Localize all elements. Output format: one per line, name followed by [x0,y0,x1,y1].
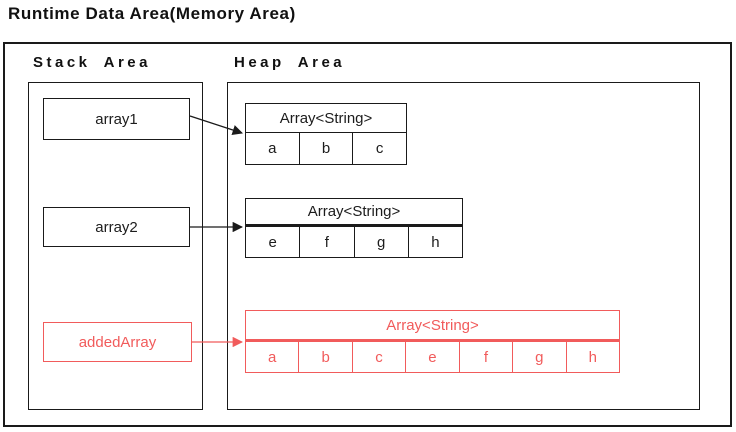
runtime-data-area-box [3,42,732,427]
array-cell: g [353,227,408,257]
array-cell: c [351,342,405,372]
array-cell: f [458,342,512,372]
array-cell: b [298,342,351,372]
array-cell: g [512,342,565,372]
heap-object-array2: Array<String> e f g h [245,198,463,258]
heap-object-array1-type: Array<String> [246,104,406,133]
stack-var-addedarray: addedArray [43,322,192,362]
heap-object-addedarray-cells: a b c e f g h [246,342,619,372]
heap-object-addedarray: Array<String> a b c e f g h [245,310,620,373]
heap-object-array1-cells: a b c [246,133,406,164]
array-cell: e [405,342,458,372]
heap-object-array1: Array<String> a b c [245,103,407,165]
array-cell: b [298,133,353,164]
stack-var-array2-label: array2 [95,218,138,236]
array-cell: f [299,227,353,257]
stack-var-array2: array2 [43,207,190,247]
heap-object-array2-cells: e f g h [246,227,462,257]
stack-var-addedarray-label: addedArray [78,333,157,351]
stack-var-array1: array1 [43,98,190,140]
array-cell: a [268,348,277,366]
array-cell: h [565,342,619,372]
array-cell: c [352,133,406,164]
page-title: Runtime Data Area(Memory Area) [8,4,296,23]
array-cell: e [268,233,277,251]
array-cell: a [268,140,277,157]
heap-object-array2-type: Array<String> [246,199,462,227]
array-cell: h [407,227,462,257]
heap-area-label: Heap Area [234,54,346,71]
stack-area-label: Stack Area [33,54,151,71]
heap-object-addedarray-type: Array<String> [246,311,619,342]
stack-var-array1-label: array1 [95,110,138,128]
